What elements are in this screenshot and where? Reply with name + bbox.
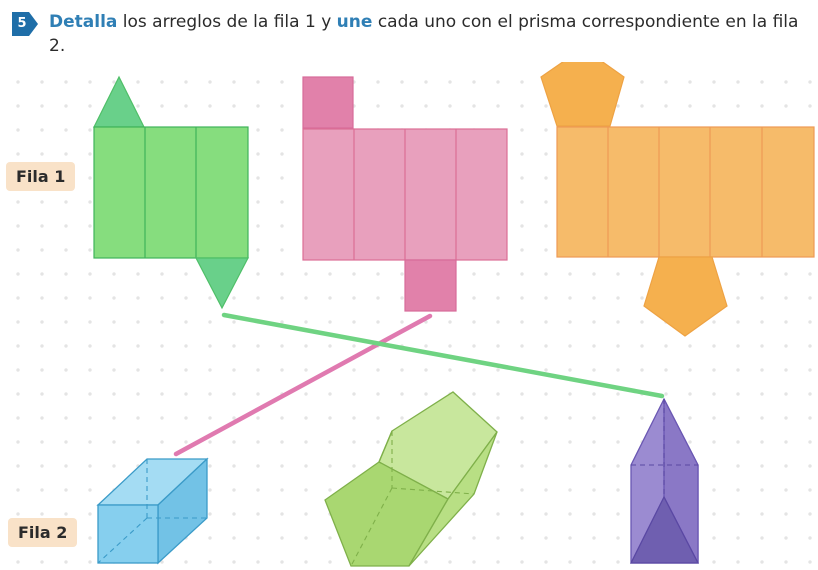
instruction-part-2: cada uno con el prisma correspondiente e…: [49, 12, 799, 56]
instruction-header: 5 Detalla los arreglos de la fila 1 y un…: [6, 6, 812, 62]
net1-faces: [93, 126, 249, 259]
row-1-label: Fila 1: [6, 162, 76, 191]
exercise-number: 5: [17, 16, 27, 31]
instruction-text: Detalla los arreglos de la fila 1 y une …: [49, 10, 809, 58]
prism-rectangular[interactable]: [96, 457, 209, 565]
keyword-detect: Detalla: [49, 12, 118, 32]
net3-top-pentagon: [540, 47, 625, 127]
connection-line-pink[interactable]: [173, 313, 433, 457]
net3-faces: [556, 126, 815, 258]
net-triangular-prism[interactable]: [93, 75, 249, 310]
exercise-number-badge: 5: [10, 10, 38, 38]
net1-bottom-triangle: [195, 257, 249, 310]
keyword-join: une: [336, 12, 373, 32]
net2-top-square: [302, 76, 354, 129]
net-square-prism[interactable]: [302, 76, 508, 312]
row-2-label: Fila 2: [8, 518, 78, 547]
prism-triangular[interactable]: [629, 397, 700, 564]
prism-pentagonal[interactable]: [324, 391, 498, 567]
net-pentagonal-prism[interactable]: [540, 47, 815, 337]
instruction-part-1: los arreglos de la fila 1 y: [117, 12, 337, 32]
connection-line-green[interactable]: [221, 312, 665, 399]
net2-bottom-square: [404, 259, 457, 312]
arrow-badge-icon: [12, 12, 38, 36]
net1-top-triangle: [93, 75, 145, 128]
net3-bottom-pentagon: [643, 256, 728, 337]
